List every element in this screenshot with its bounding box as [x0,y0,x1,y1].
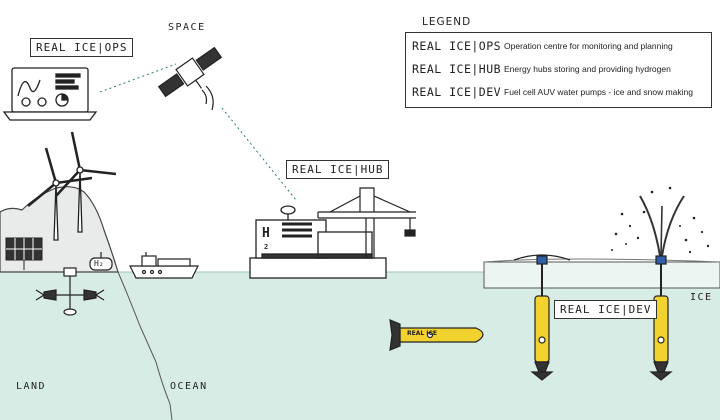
dev-label: REAL ICE|DEV [554,300,658,319]
legend-key: REAL ICE|DEV [412,85,502,99]
ship-icon [129,252,199,279]
ops-label: REAL ICE|OPS [30,38,134,57]
legend-key: REAL ICE|OPS [412,39,502,53]
auv-vehicle [389,319,484,351]
land-label: LAND [16,381,47,392]
legend-desc: Energy hubs storing and providing hydrog… [504,64,671,74]
legend-row-ops: REAL ICE|OPS Operation centre for monito… [412,39,673,53]
tidal-device-icon [35,267,105,316]
hub-h-text: H [262,226,270,241]
space-label: SPACE [168,22,206,33]
snow-spray [611,186,710,257]
link-space-hub [221,107,297,201]
satellite-icon [157,46,223,111]
legend-row-dev: REAL ICE|DEV Fuel cell AUV water pumps -… [412,85,693,99]
legend-box: REAL ICE|OPS Operation centre for monito… [405,32,712,108]
laptop-icon [2,67,98,121]
hub-2-text: 2 [264,243,269,251]
h2-tank-text: H₂ [94,259,104,268]
hydrogen-tank-icon [89,252,113,271]
crane-icon [317,187,416,258]
wind-turbine-icon [27,147,93,241]
ocean-water [0,272,720,420]
ice-label: ICE [690,292,713,303]
hub-label: REAL ICE|HUB [286,160,390,179]
legend-row-hub: REAL ICE|HUB Energy hubs storing and pro… [412,62,671,76]
ocean-label: OCEAN [170,381,208,392]
legend-desc: Operation centre for monitoring and plan… [504,41,673,51]
legend-key: REAL ICE|HUB [412,62,502,76]
legend-desc: Fuel cell AUV water pumps - ice and snow… [504,87,693,97]
link-ops-space [99,63,177,93]
ice-sheet [483,261,720,289]
hub-platform [249,205,387,279]
coastline [117,271,173,420]
dev-pump-device [513,254,571,381]
wind-turbine-icon [55,131,117,233]
dev-pump-device [649,255,673,381]
legend-title: LEGEND [422,16,472,28]
snow-surface [483,258,720,263]
solar-panel-icon [5,237,43,270]
auv-text: REAL ICE [407,330,438,337]
